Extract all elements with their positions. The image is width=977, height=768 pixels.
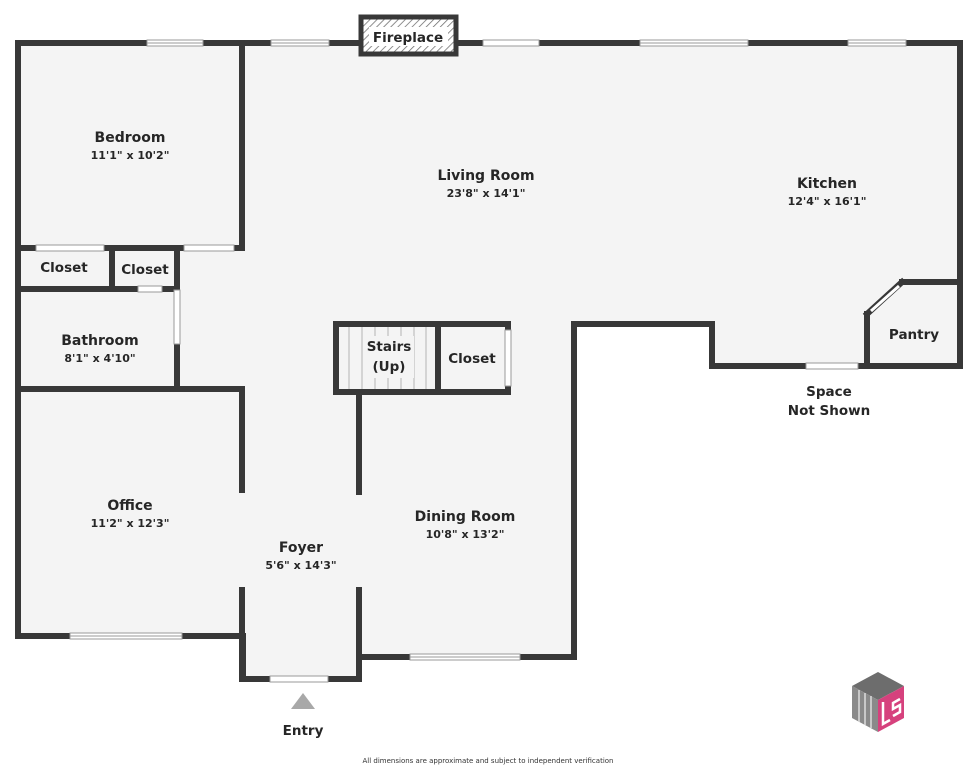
closet-door: [504, 329, 512, 387]
closet-door: [137, 285, 163, 293]
room-name: Closet: [448, 351, 496, 367]
window: [409, 653, 521, 661]
closet-door: [183, 244, 235, 252]
room-closet-stairs: Closet: [448, 351, 496, 367]
space-not-shown-line2: Not Shown: [788, 403, 870, 419]
window: [639, 39, 749, 47]
room-name: Dining Room: [415, 509, 516, 525]
room-foyer: Foyer 5'6" x 14'3": [265, 540, 336, 572]
window: [146, 39, 204, 47]
room-kitchen: Kitchen 12'4" x 16'1": [788, 176, 867, 208]
room-living-room: Living Room 23'8" x 14'1": [437, 168, 534, 200]
window: [270, 39, 330, 47]
room-dimensions: 8'1" x 4'10": [64, 352, 135, 365]
room-name: Closet: [40, 260, 88, 276]
room-dimensions: 10'8" x 13'2": [426, 528, 505, 541]
space-not-shown-line1: Space: [806, 384, 852, 400]
stairs-label: Stairs: [367, 339, 412, 355]
pantry-door: [870, 284, 900, 313]
room-dimensions: 11'1" x 10'2": [91, 149, 170, 162]
closet-door: [35, 244, 105, 252]
windows: [35, 39, 907, 683]
room-dimensions: 12'4" x 16'1": [788, 195, 867, 208]
room-stairs: Stairs (Up): [364, 336, 414, 378]
room-name: Bathroom: [61, 333, 139, 349]
room-name: Closet: [121, 262, 169, 278]
window: [805, 362, 859, 370]
room-name: Bedroom: [95, 130, 166, 146]
room-name: Foyer: [279, 540, 323, 556]
room-name: Kitchen: [797, 176, 857, 192]
room-dimensions: 5'6" x 14'3": [265, 559, 336, 572]
entry-marker: Entry: [283, 693, 324, 739]
window: [482, 39, 540, 47]
stairs-direction: (Up): [373, 359, 406, 375]
window: [69, 632, 183, 640]
room-dining-room: Dining Room 10'8" x 13'2": [415, 509, 516, 541]
room-closet-left: Closet: [40, 260, 88, 276]
fireplace-label: Fireplace: [373, 30, 443, 46]
disclaimer-note: All dimensions are approximate and subje…: [363, 757, 614, 765]
ls-cube-logo: [852, 672, 904, 732]
unshown-area: [574, 324, 712, 368]
space-not-shown: Space Not Shown: [788, 384, 870, 419]
room-pantry: Pantry: [889, 327, 939, 343]
room-dimensions: 11'2" x 12'3": [91, 517, 170, 530]
bathroom-door: [173, 289, 181, 345]
fireplace: Fireplace: [358, 14, 459, 57]
room-name: Living Room: [437, 168, 534, 184]
triangle-up-icon: [291, 693, 315, 709]
entry-door: [269, 675, 329, 683]
room-closet-middle: Closet: [121, 262, 169, 278]
room-name: Pantry: [889, 327, 939, 343]
room-bedroom: Bedroom 11'1" x 10'2": [91, 130, 170, 162]
room-dimensions: 23'8" x 14'1": [447, 187, 526, 200]
entry-label: Entry: [283, 723, 324, 739]
window: [847, 39, 907, 47]
room-office: Office 11'2" x 12'3": [91, 498, 170, 530]
room-bathroom: Bathroom 8'1" x 4'10": [61, 333, 139, 365]
room-name: Office: [107, 498, 152, 514]
